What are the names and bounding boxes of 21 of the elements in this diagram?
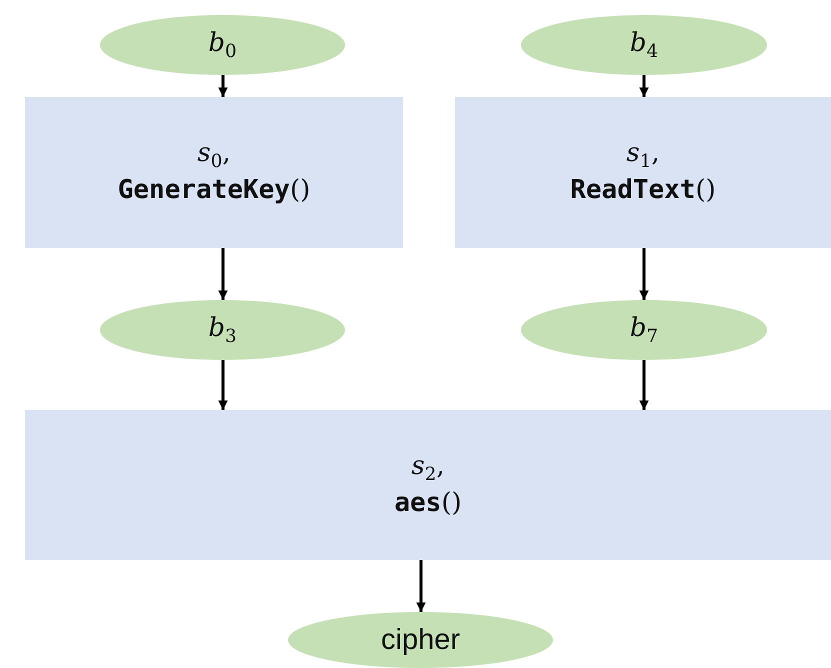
node-label: cipher	[381, 624, 460, 656]
node-label: b$_{0}$	[208, 26, 237, 64]
node-label: s$_{2}$,	[411, 450, 445, 487]
node-label: s$_{0}$,	[197, 137, 231, 174]
arrow	[639, 360, 649, 410]
node-label: b$_{7}$	[630, 312, 658, 348]
node-label: b$_{4}$	[630, 26, 658, 64]
process-box	[25, 410, 831, 560]
arrow	[218, 248, 228, 300]
node-label: ReadText()	[570, 174, 716, 208]
arrow	[218, 75, 228, 97]
process-box	[455, 97, 831, 248]
node-label: b$_{3}$	[208, 312, 237, 348]
arrow	[639, 75, 649, 97]
arrow	[416, 560, 426, 612]
arrow	[218, 360, 228, 410]
arrow	[639, 248, 649, 300]
node-label: s$_{1}$,	[626, 137, 660, 174]
node-label: aes()	[394, 486, 462, 520]
node-label: GenerateKey()	[118, 174, 310, 208]
process-box	[25, 97, 403, 248]
